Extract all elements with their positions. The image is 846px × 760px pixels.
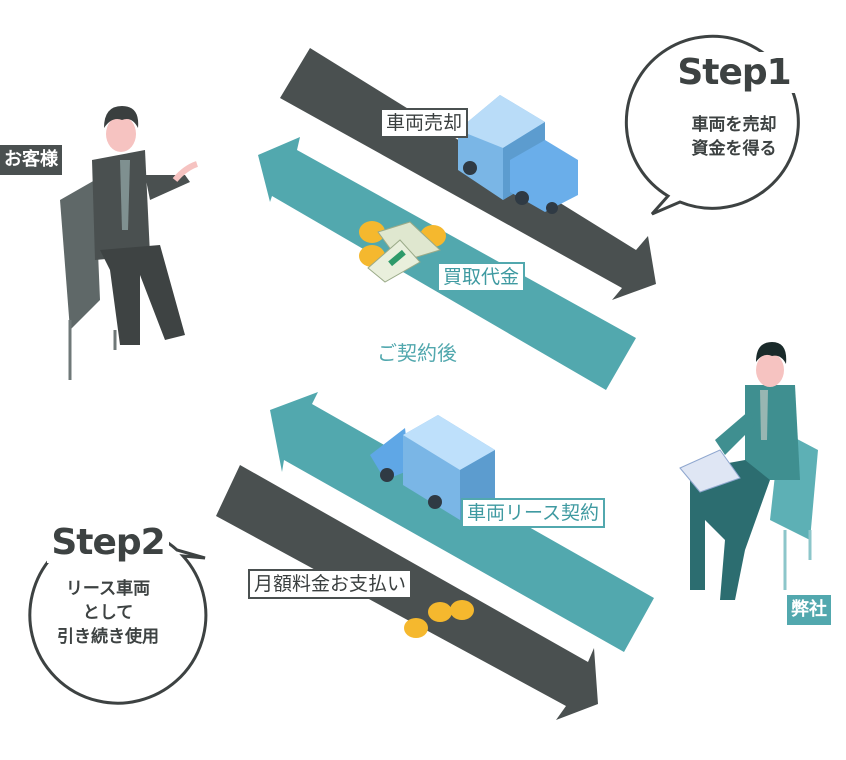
monthly-payment-label: 月額料金お支払い	[248, 569, 413, 599]
company-label: 弊社	[787, 595, 831, 625]
staff-figure	[679, 342, 818, 600]
coins-icon	[404, 600, 474, 638]
money-icon	[359, 221, 446, 283]
vehicle-sale-label: 車両売却	[380, 108, 469, 138]
customer-figure	[60, 106, 199, 380]
step2-line: として	[82, 603, 134, 623]
customer-label: お客様	[0, 145, 62, 175]
step2-line: 引き続き使用	[57, 627, 159, 647]
step1-line: 資金を得る	[691, 139, 777, 159]
step2-line: リース車両	[65, 579, 151, 599]
after-contract-label: ご契約後	[377, 341, 457, 365]
step2-title: Step2	[47, 522, 169, 563]
step1-callout: Step1 車両を売却 資金を得る	[646, 52, 822, 161]
step1-title: Step1	[673, 52, 795, 93]
step2-callout: Step2 リース車両 として 引き続き使用	[20, 522, 196, 649]
vehicle-lease-label: 車両リース契約	[461, 498, 606, 528]
truck-icon	[458, 95, 578, 214]
purchase-price-label: 買取代金	[437, 262, 526, 292]
step1-line: 車両を売却	[691, 115, 777, 135]
